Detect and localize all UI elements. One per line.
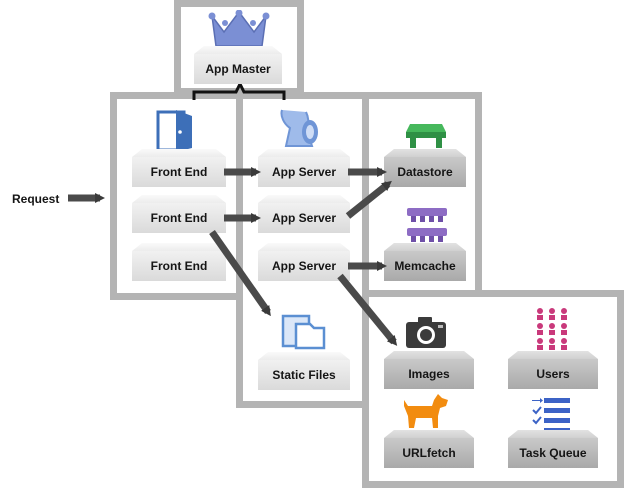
task-queue-label: Task Queue bbox=[519, 446, 587, 460]
app-server-label-2: App Server bbox=[271, 211, 337, 225]
app-master-label: App Master bbox=[205, 62, 271, 76]
images-platform: Images bbox=[384, 359, 474, 389]
static-files-label: Static Files bbox=[272, 368, 336, 382]
memcache-icon bbox=[407, 208, 447, 242]
app-server-platform-1: App Server bbox=[258, 157, 350, 187]
files-icon bbox=[281, 314, 326, 350]
dog-icon bbox=[404, 394, 448, 428]
static-files-platform: Static Files bbox=[258, 360, 350, 390]
datastore-label: Datastore bbox=[397, 165, 453, 179]
urlfetch-label: URLfetch bbox=[402, 446, 456, 460]
front-end-platform-3: Front End bbox=[132, 251, 226, 281]
arrow-as3-images bbox=[337, 273, 398, 346]
speaker-icon bbox=[280, 109, 318, 147]
app-server-label-1: App Server bbox=[271, 165, 337, 179]
front-end-label-3: Front End bbox=[150, 259, 208, 273]
task-queue-platform: Task Queue bbox=[508, 438, 598, 468]
front-end-platform-2: Front End bbox=[132, 203, 226, 233]
front-end-platform-1: Front End bbox=[132, 157, 226, 187]
datastore-platform: Datastore bbox=[384, 157, 466, 187]
arrow-fe2-static bbox=[209, 229, 271, 317]
urlfetch-platform: URLfetch bbox=[384, 438, 474, 468]
images-label: Images bbox=[408, 367, 450, 381]
app-server-label-3: App Server bbox=[271, 259, 337, 273]
users-label: Users bbox=[536, 367, 570, 381]
app-master-platform: App Master bbox=[194, 54, 282, 84]
users-icon bbox=[537, 308, 567, 350]
front-end-label-1: Front End bbox=[150, 165, 208, 179]
memcache-platform: Memcache bbox=[384, 251, 466, 281]
front-end-label-2: Front End bbox=[150, 211, 208, 225]
camera-icon bbox=[406, 317, 446, 348]
request-label: Request bbox=[12, 192, 60, 206]
app-server-platform-2: App Server bbox=[258, 203, 350, 233]
datastore-icon bbox=[406, 124, 446, 148]
users-platform: Users bbox=[508, 359, 598, 389]
memcache-label: Memcache bbox=[394, 259, 456, 273]
arrow-as2-datastore bbox=[345, 180, 392, 219]
app-server-platform-3: App Server bbox=[258, 251, 350, 281]
